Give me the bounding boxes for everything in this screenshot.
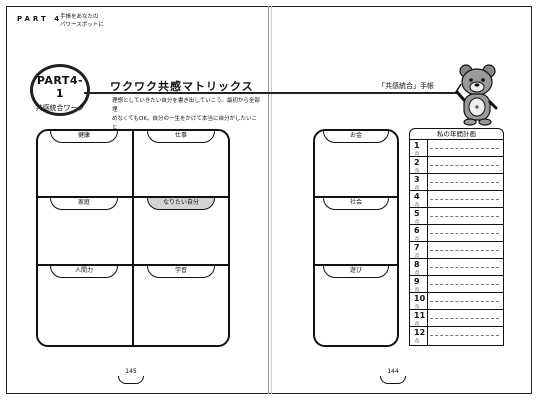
- header-subtitle-line-2: パワースポットに: [60, 22, 104, 28]
- header-subtitle-line-1: 手帳をあなたの: [60, 14, 99, 20]
- left-matrix-divider-vertical: [132, 129, 134, 347]
- cell-label-learning: 学習: [174, 267, 187, 274]
- section-badge: PART4-1 共感統合ワーク: [30, 64, 90, 116]
- month-dashed-line: [430, 182, 499, 183]
- cell-label-family: 家庭: [77, 199, 90, 206]
- left-matrix-divider-1: [36, 196, 230, 198]
- page-gutter: [268, 6, 269, 394]
- right-matrix-divider-1: [313, 196, 399, 198]
- handbook-title: 「共感統合」手帳: [378, 82, 434, 90]
- month-number: 12: [414, 328, 426, 337]
- month-dashed-line: [430, 216, 499, 217]
- month-number: 4: [414, 192, 420, 201]
- schedule-column-divider: [427, 140, 428, 345]
- left-matrix-divider-2: [36, 264, 230, 266]
- month-number: 5: [414, 209, 420, 218]
- month-unit: 月: [415, 304, 419, 309]
- right-matrix-frame: [313, 129, 399, 347]
- month-dashed-line: [430, 284, 499, 285]
- month-number: 8: [414, 260, 420, 269]
- cell-label-health: 健康: [77, 132, 90, 139]
- page-title: ワクワク共感マトリックス: [110, 80, 254, 93]
- schedule-title: 私の年間計画: [409, 128, 504, 140]
- description-line-1: 理想としていきたい自分を書き出していこう。最初から全部埋: [112, 98, 260, 113]
- month-unit: 月: [415, 321, 419, 326]
- description-line-2: めなくてもOK。自分の一生をかけて本当に自分がしたいこと: [112, 116, 257, 131]
- month-unit: 月: [415, 338, 419, 343]
- page-gutter-shadow: [271, 6, 272, 394]
- month-number: 3: [414, 175, 420, 184]
- bear-mascot-icon: [455, 62, 503, 128]
- month-dashed-line: [430, 250, 499, 251]
- badge-title: PART4-1: [36, 74, 84, 100]
- month-dashed-line: [430, 233, 499, 234]
- month-dashed-line: [430, 301, 499, 302]
- right-matrix-divider-2: [313, 264, 399, 266]
- month-number: 10: [414, 294, 426, 303]
- title-rule: [84, 92, 458, 94]
- cell-label-money: お金: [349, 132, 362, 139]
- part-label: PART 4: [17, 15, 63, 23]
- month-number: 6: [414, 226, 420, 235]
- cell-label-ideal-self: なりたい自分: [162, 199, 199, 206]
- cell-label-work: 仕事: [174, 132, 187, 139]
- badge-subtitle: 共感統合ワーク: [35, 104, 85, 112]
- month-unit: 月: [415, 236, 419, 241]
- month-dashed-line: [430, 267, 499, 268]
- month-dashed-line: [430, 148, 499, 149]
- month-dashed-line: [430, 318, 499, 319]
- month-number: 2: [414, 158, 420, 167]
- month-dashed-line: [430, 165, 499, 166]
- page-number-left: 145: [125, 368, 137, 375]
- month-number: 7: [414, 243, 420, 252]
- page-number-right: 144: [387, 368, 399, 375]
- cell-label-humanity: 人間力: [74, 267, 93, 274]
- header-subtitle: 手帳をあなたの パワースポットに: [60, 13, 104, 29]
- month-unit: 月: [415, 185, 419, 190]
- month-number: 9: [414, 277, 420, 286]
- month-unit: 月: [415, 151, 419, 156]
- month-unit: 月: [415, 219, 419, 224]
- month-dashed-line: [430, 335, 499, 336]
- cell-label-play: 遊び: [349, 267, 362, 274]
- cell-label-society: 社会: [349, 199, 362, 206]
- month-number: 11: [414, 311, 426, 320]
- month-unit: 月: [415, 270, 419, 275]
- month-unit: 月: [415, 287, 419, 292]
- page-number-arc-right: [380, 376, 406, 384]
- page-number-arc-left: [118, 376, 144, 384]
- month-dashed-line: [430, 199, 499, 200]
- month-unit: 月: [415, 202, 419, 207]
- month-unit: 月: [415, 253, 419, 258]
- month-unit: 月: [415, 168, 419, 173]
- month-number: 1: [414, 141, 420, 150]
